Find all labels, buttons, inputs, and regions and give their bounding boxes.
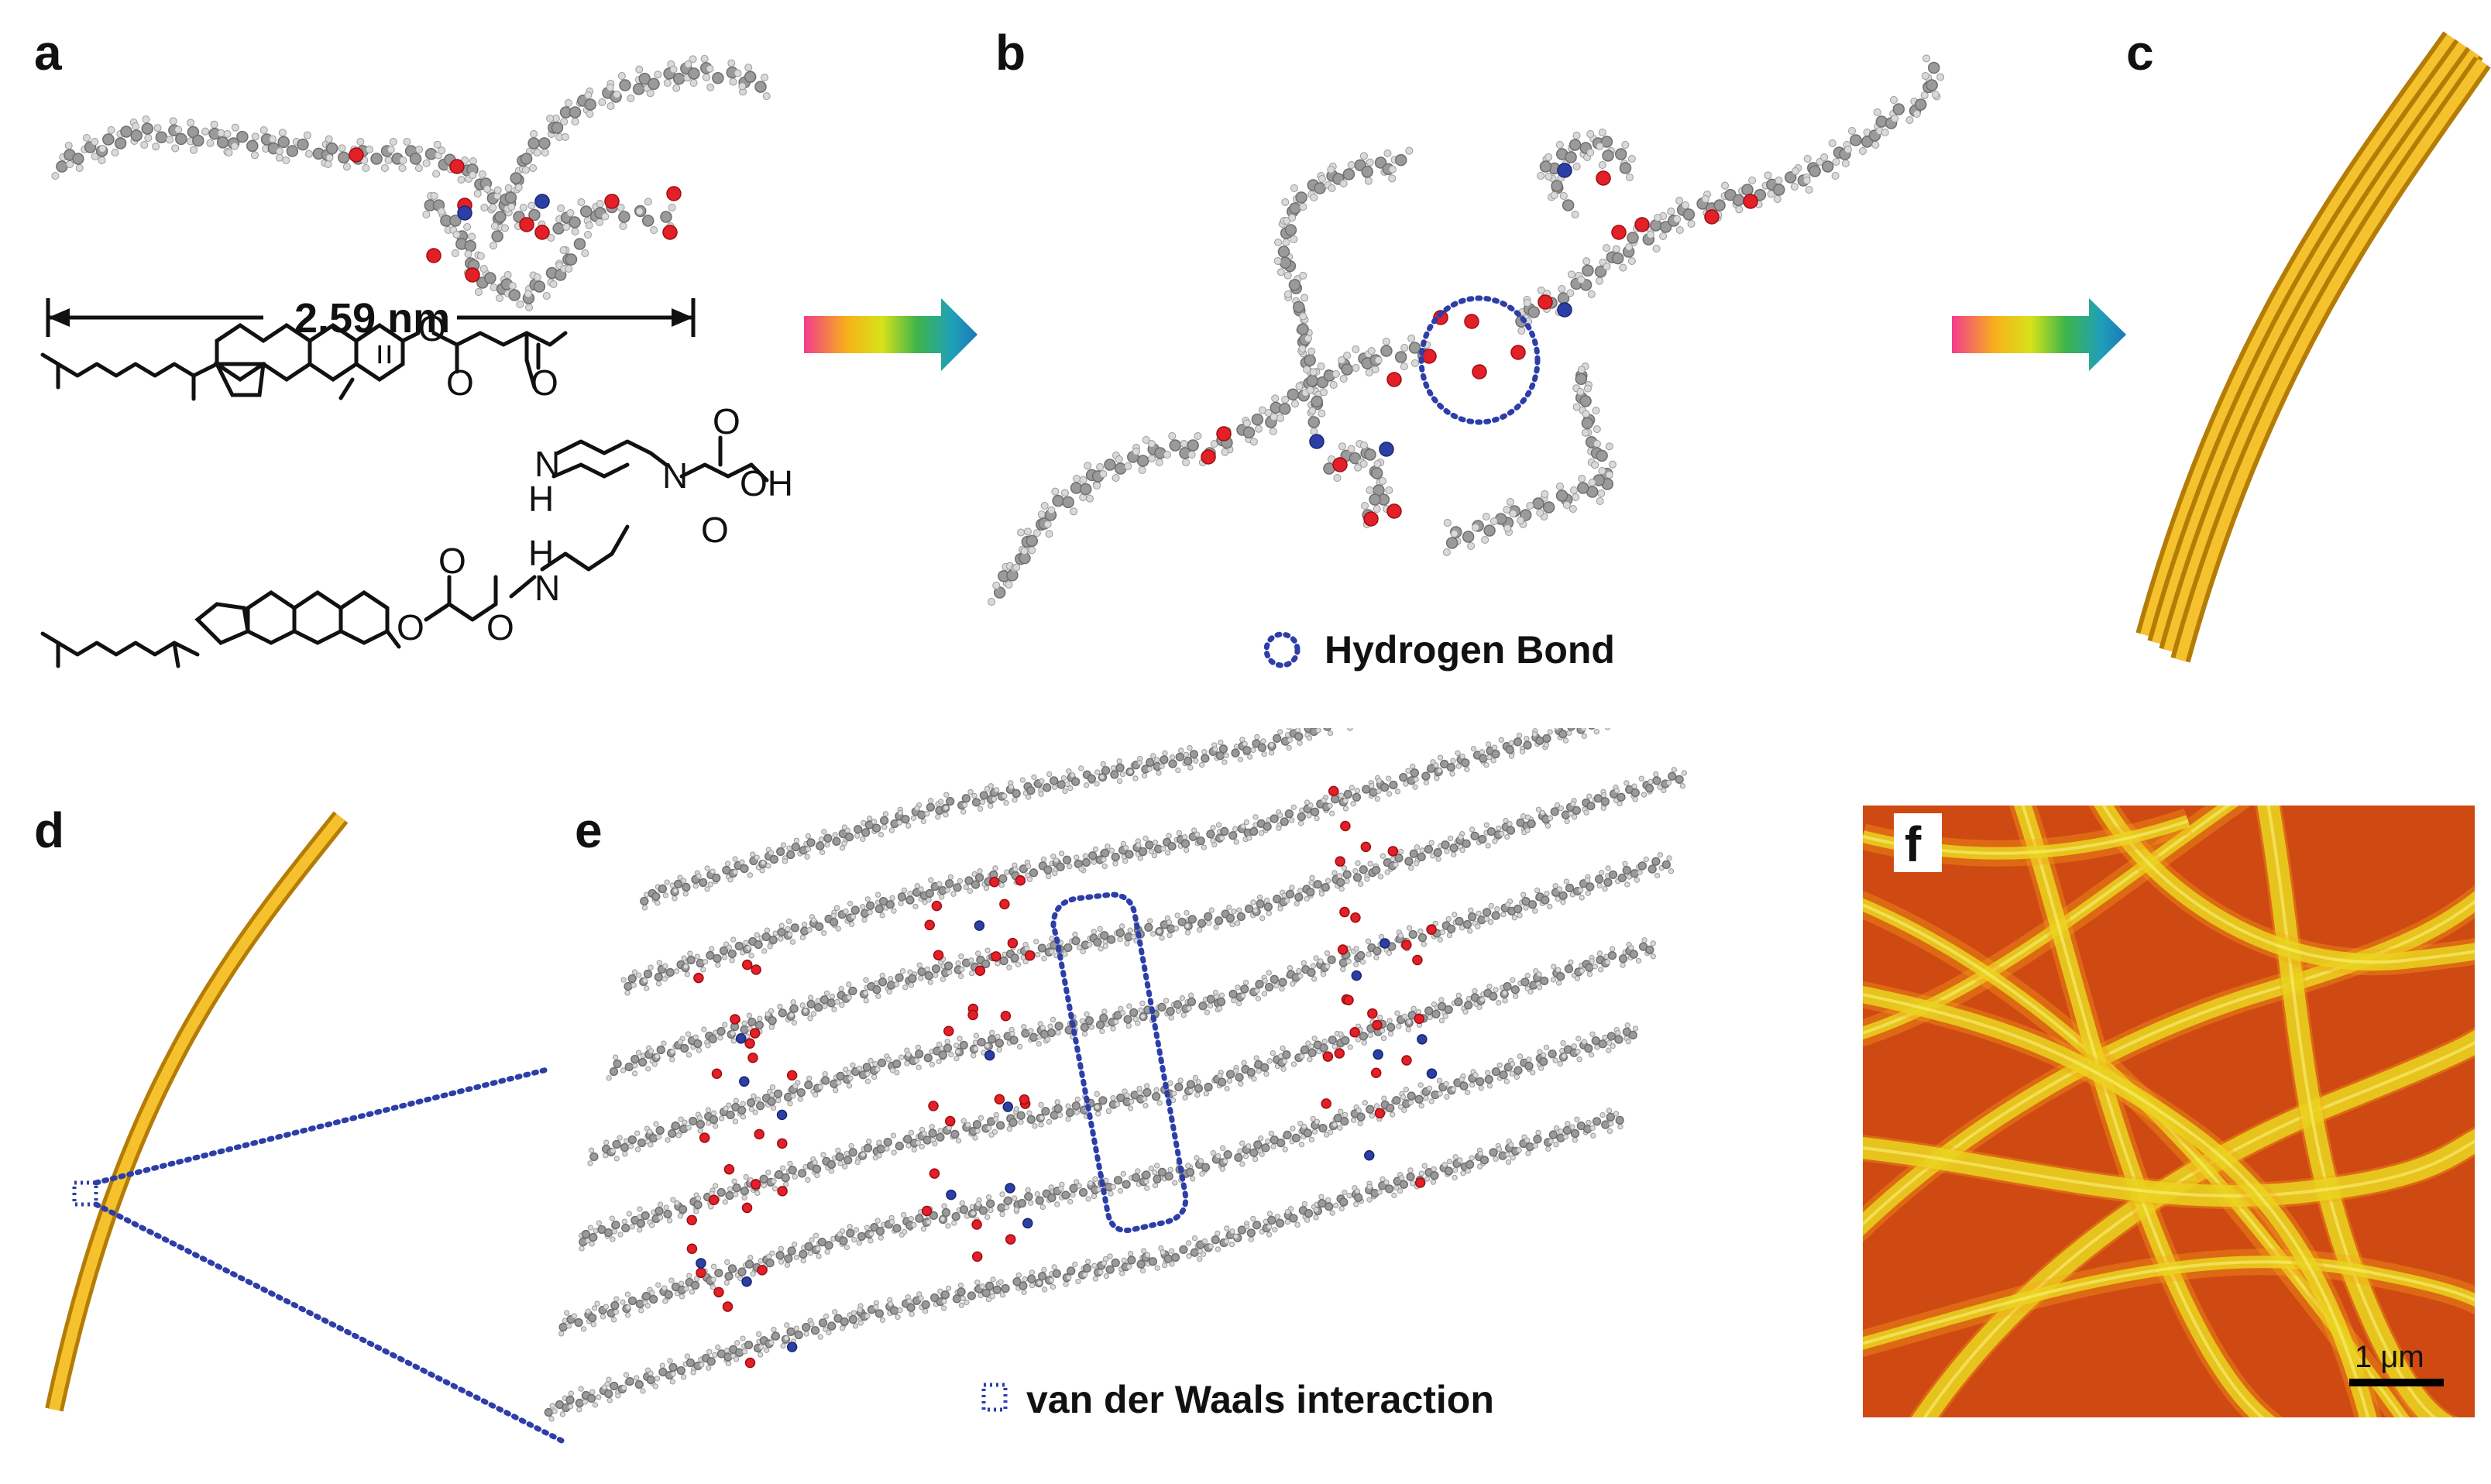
- panel-a: 2.59 nm =: [0, 0, 798, 713]
- packing-row-left-5: [620, 819, 1252, 996]
- panel-label-f: f: [1905, 816, 1922, 872]
- chem-atom-o-acid-carbonyl: O: [713, 401, 740, 441]
- packing-row-right-5: [1246, 728, 1611, 841]
- afm-fiber-network: [1863, 806, 2475, 1417]
- packing-row-right-0: [1168, 1108, 1624, 1267]
- panel-f-afm-image: f 1 μm: [1863, 806, 2475, 1417]
- nitrogen-atoms: [457, 194, 550, 221]
- panel-label-d: d: [34, 802, 65, 858]
- packing-row-right-1: [1185, 1022, 1639, 1182]
- chem-atom-n-center: N: [662, 455, 688, 496]
- chemical-structure: [40, 322, 769, 668]
- vdw-highlight: [981, 891, 1189, 1412]
- chem-atom-o-acid-bottom: O: [701, 510, 729, 550]
- panel-e-packing-model: [544, 728, 1688, 1422]
- chemical-structure-labels: O O O N H N O OH O H N O O O: [397, 308, 793, 648]
- chem-atom-n-top: N: [534, 444, 560, 484]
- right-tail-chain: [1442, 362, 1617, 556]
- oxygen-atoms: [686, 785, 1437, 1369]
- panel-b-dimer-model: [988, 54, 1945, 606]
- chem-atom-o-amide-bottom: O: [486, 607, 514, 648]
- panel-label-e: e: [575, 802, 603, 858]
- steroid-tail-right: [487, 54, 771, 249]
- steroid-tail-left: [51, 115, 351, 180]
- oxygen-atoms: [1201, 170, 1758, 527]
- rainbow-arrow-icon: [1952, 298, 2126, 371]
- packing-row-left-4: [606, 904, 1237, 1081]
- hydrogen-bond-highlight: [1263, 295, 1541, 668]
- core-ring: [422, 192, 592, 311]
- packing-row-left-0: [544, 1245, 1173, 1422]
- left-steroid-chain: [988, 432, 1202, 606]
- rainbow-arrow-icon: [804, 298, 978, 371]
- nitrogen-atoms: [1309, 163, 1572, 457]
- afm-fibers: [1863, 806, 2475, 1417]
- packing-row-right-4: [1234, 767, 1688, 926]
- panel-e: van der Waals interaction: [542, 728, 1774, 1472]
- panel-a-dimension: [46, 298, 696, 337]
- nitrogen-atoms: [696, 920, 1438, 1352]
- chem-atom-o-top: O: [418, 308, 446, 349]
- chem-atom-o-amide-top: O: [531, 362, 558, 403]
- panel-label-a: a: [34, 25, 62, 81]
- vdw-legend-label: van der Waals interaction: [1026, 1378, 1494, 1421]
- chem-atom-n-bottom: N: [534, 568, 560, 608]
- right-steroid-chain: [1713, 54, 1945, 218]
- chem-atom-o-bottom: O: [397, 607, 424, 648]
- panel-b: Hydrogen Bond: [976, 46, 1975, 713]
- hydrogen-bond-legend-label: Hydrogen Bond: [1325, 628, 1615, 672]
- chem-atom-h-top: H: [528, 479, 554, 519]
- panel-label-b: b: [995, 25, 1026, 81]
- packing-row-right-6: [1267, 728, 1353, 756]
- scale-bar-label: 1 μm: [2355, 1340, 2424, 1374]
- chem-atom-oh: OH: [740, 463, 793, 503]
- chem-atom-o-ester-top: O: [446, 362, 474, 403]
- panel-label-f-box: f: [1894, 813, 1942, 872]
- dotted-circle-legend-icon: [1263, 631, 1300, 668]
- panel-a-molecule-model: [51, 54, 771, 311]
- chem-atom-h-bottom: H: [528, 533, 554, 573]
- dotted-square-legend-icon: [981, 1383, 1008, 1412]
- panel-label-c: c: [2126, 25, 2154, 81]
- packing-row-left-3: [587, 989, 1223, 1166]
- packing-row-left-1: [558, 1159, 1194, 1337]
- scale-bar: [2349, 1379, 2444, 1386]
- right-ring: [1537, 129, 1636, 218]
- chem-atom-o-ester-bottom: O: [438, 541, 466, 581]
- left-tail-chain: [1273, 146, 1414, 435]
- packing-row-left-6: [640, 733, 1267, 911]
